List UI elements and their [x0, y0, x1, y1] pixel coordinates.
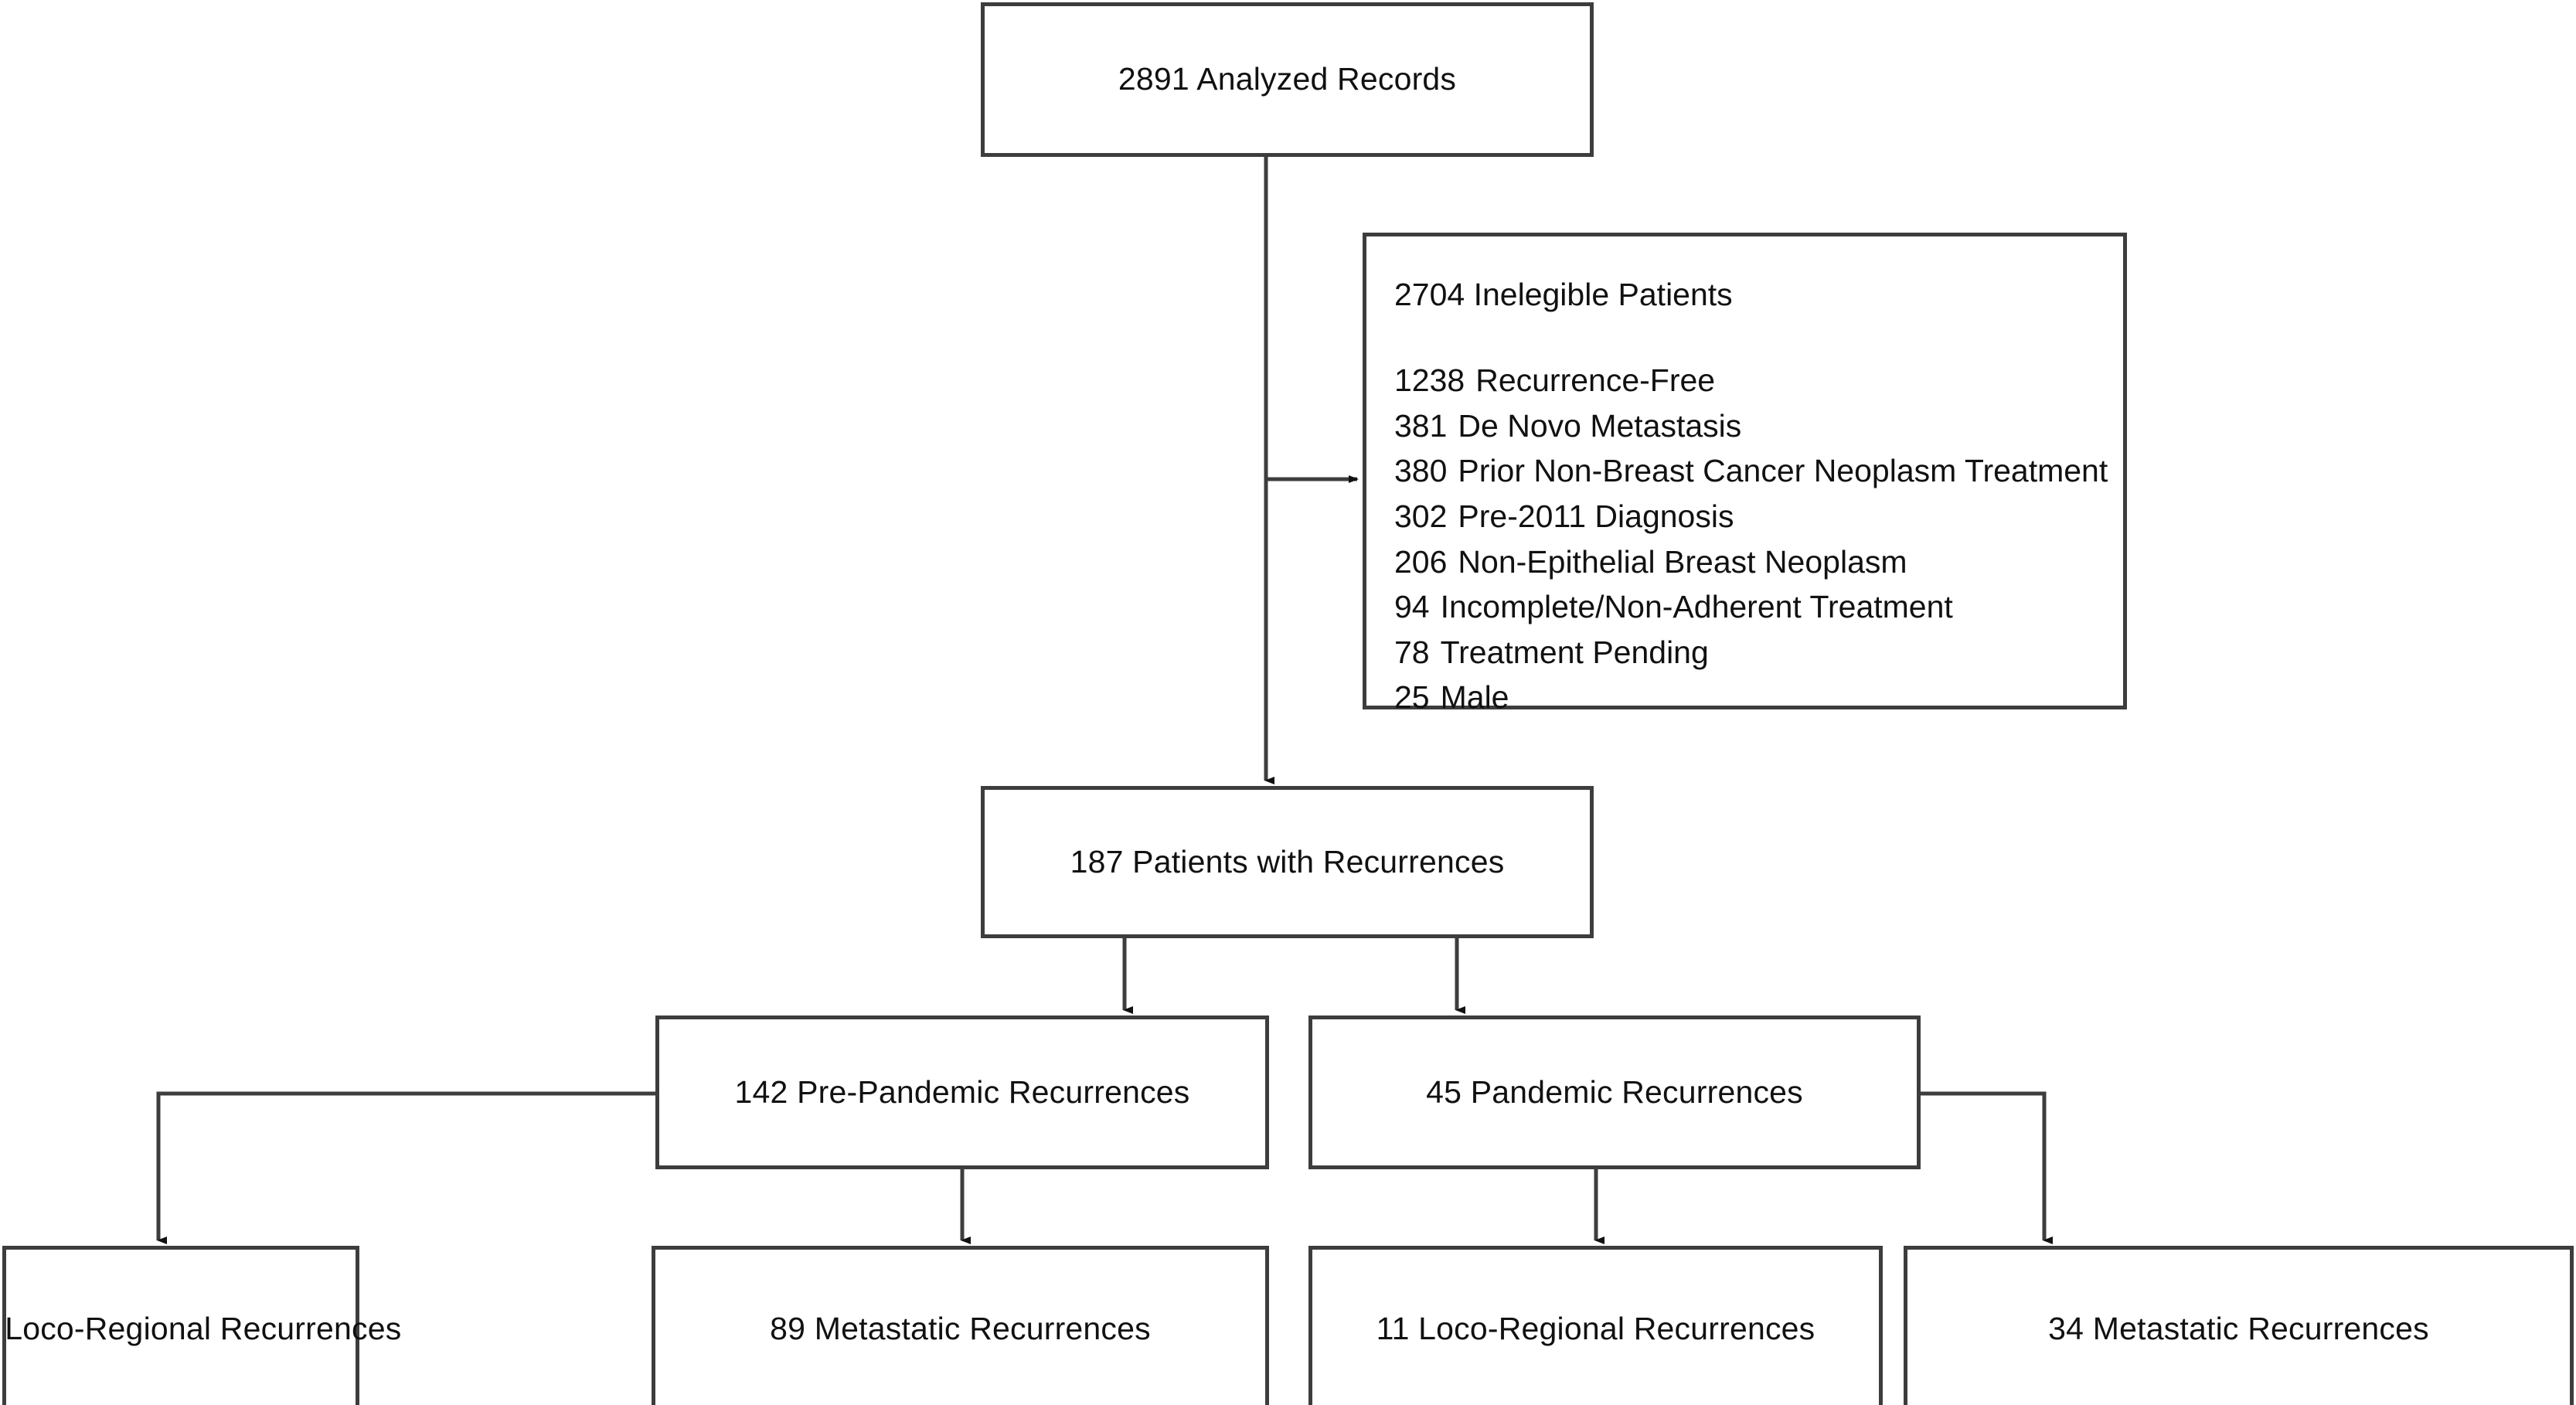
exclusion-reason-item: 380 Prior Non-Breast Cancer Neoplasm Trea…: [1394, 448, 2123, 494]
exclusion-reason-count: 380: [1394, 453, 1448, 489]
exclusion-reason-item: 94 Incomplete/Non-Adherent Treatment: [1394, 584, 2123, 630]
exclusion-reason-label: Incomplete/Non-Adherent Treatment: [1440, 589, 1953, 625]
exclusion-reason-label: Pre-2011 Diagnosis: [1458, 498, 1734, 534]
node-pandemic-metastatic: 34 Metastatic Recurrences: [1904, 1246, 2574, 1405]
node-pre-pandemic-locoregional: 53 Loco-Regional Recurrences: [0, 1246, 401, 1405]
exclusion-reason-label: Treatment Pending: [1440, 634, 1709, 670]
node-patients-with-recurrences-label: 187 Patients with Recurrences: [1070, 843, 1505, 879]
exclusion-reason-label: Male: [1440, 679, 1509, 716]
node-pre-pandemic-metastatic-label: 89 Metastatic Recurrences: [770, 1310, 1151, 1346]
node-analyzed-records: 2891 Analyzed Records: [981, 2, 1594, 157]
exclusion-reason-item: 206 Non-Epithelial Breast Neoplasm: [1394, 539, 2123, 585]
exclusion-reason-item: 1238 Recurrence-Free: [1394, 358, 2123, 403]
exclusion-reason-item: 302 Pre-2011 Diagnosis: [1394, 494, 2123, 539]
node-patients-with-recurrences: 187 Patients with Recurrences: [981, 786, 1594, 938]
exclusion-reason-count: 302: [1394, 498, 1448, 534]
node-pre-pandemic-recurrences: 142 Pre-Pandemic Recurrences: [655, 1015, 1269, 1169]
node-pandemic-recurrences: 45 Pandemic Recurrences: [1308, 1015, 1921, 1169]
ineligible-title: 2704 Inelegible Patients: [1394, 277, 1733, 312]
node-pandemic-locoregional-label: 11 Loco-Regional Recurrences: [1376, 1310, 1815, 1346]
exclusion-reason-count: 1238: [1394, 362, 1465, 398]
exclusion-reason-label: Non-Epithelial Breast Neoplasm: [1458, 543, 1907, 580]
exclusion-reason-count: 381: [1394, 407, 1448, 444]
exclusion-reason-item: 78 Treatment Pending: [1394, 630, 2123, 675]
exclusion-reason-item: 381 De Novo Metastasis: [1394, 403, 2123, 449]
node-pandemic-locoregional: 11 Loco-Regional Recurrences: [1308, 1246, 1883, 1405]
exclusion-reason-list: 1238 Recurrence-Free 381 De Novo Metastasi…: [1394, 358, 2123, 720]
node-pandemic-metastatic-label: 34 Metastatic Recurrences: [2048, 1310, 2429, 1346]
exclusion-reason-label: De Novo Metastasis: [1458, 407, 1742, 444]
exclusion-reason-count: 78: [1394, 634, 1430, 670]
node-pre-pandemic-recurrences-label: 142 Pre-Pandemic Recurrences: [734, 1073, 1190, 1110]
edge-pre-pandemic-to-locoregional: [156, 1091, 655, 1244]
node-analyzed-records-label: 2891 Analyzed Records: [1118, 61, 1457, 97]
node-pandemic-recurrences-label: 45 Pandemic Recurrences: [1426, 1073, 1803, 1110]
exclusion-reason-label: Prior Non-Breast Cancer Neoplasm Treatme…: [1458, 453, 2108, 489]
node-ineligible-patients: 2704 Inelegible Patients 1238 Recurrence-…: [1363, 233, 2127, 715]
exclusion-reason-item: 25 Male: [1394, 675, 2123, 720]
edge-pandemic-to-metastatic: [1921, 1091, 2053, 1244]
exclusion-reason-count: 94: [1394, 589, 1430, 625]
node-pre-pandemic-metastatic: 89 Metastatic Recurrences: [652, 1246, 1269, 1405]
exclusion-reason-count: 25: [1394, 679, 1430, 716]
exclusion-reason-label: Recurrence-Free: [1475, 362, 1716, 398]
node-pre-pandemic-locoregional-label: 53 Loco-Regional Recurrences: [0, 1310, 402, 1346]
exclusion-reason-count: 206: [1394, 543, 1448, 580]
